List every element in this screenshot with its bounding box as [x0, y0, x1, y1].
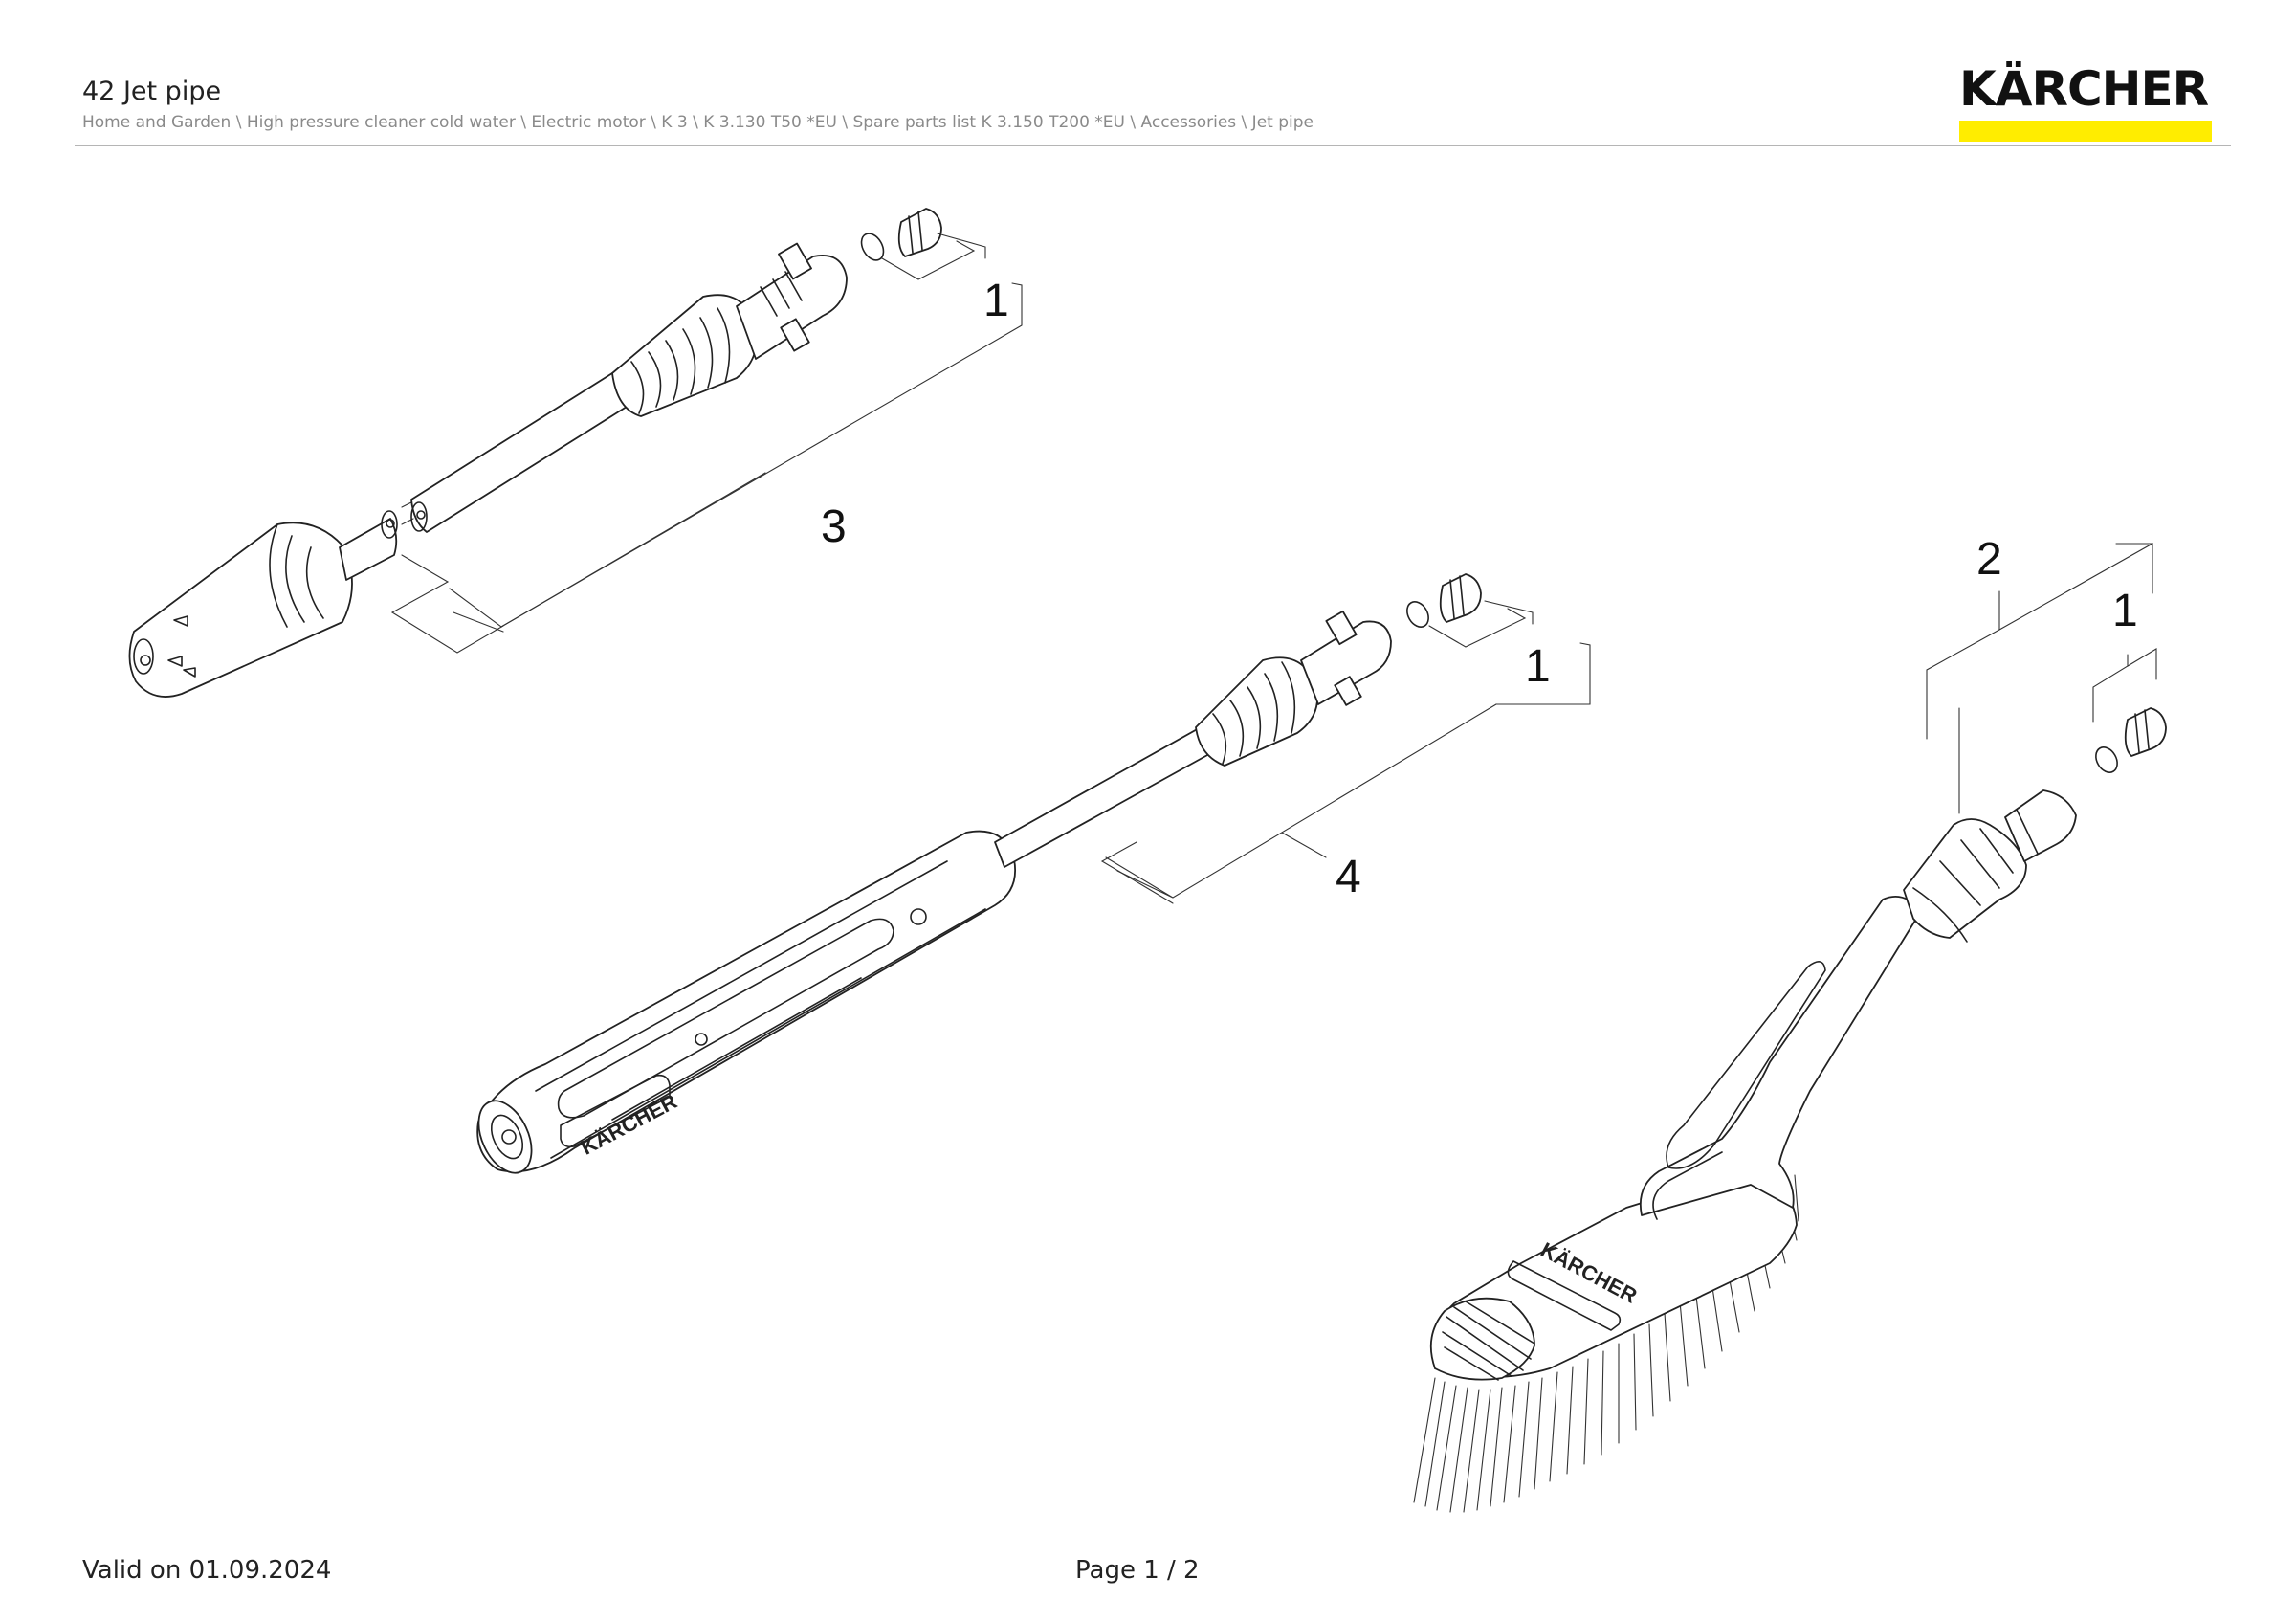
brand-yellow-bar	[1959, 121, 2212, 142]
callout-dirt-blaster-nozzle: 1	[983, 276, 1009, 326]
dirt-blaster-lance	[128, 208, 1023, 698]
header-divider	[75, 145, 2231, 146]
wash-brush: KÄRCHER	[1413, 543, 2167, 1513]
brand-logo: KÄRCHER	[1959, 63, 2223, 142]
breadcrumb: Home and Garden \ High pressure cleaner …	[82, 113, 1314, 132]
callout-vario-lance-nozzle: 1	[1525, 641, 1551, 692]
callout-brush: 2	[1976, 534, 2002, 585]
brand-logo-text: KÄRCHER	[1959, 61, 2209, 117]
footer-page-number: Page 1 / 2	[1075, 1556, 1200, 1585]
callout-dirt-blaster: 3	[821, 501, 847, 552]
callout-vario-lance: 4	[1336, 852, 1361, 902]
footer-valid-date: Valid on 01.09.2024	[82, 1556, 332, 1585]
page-title: 42 Jet pipe	[82, 77, 222, 106]
vario-lance-with-handle: KÄRCHER	[476, 573, 1591, 1174]
callout-brush-nozzle: 1	[2112, 586, 2138, 636]
